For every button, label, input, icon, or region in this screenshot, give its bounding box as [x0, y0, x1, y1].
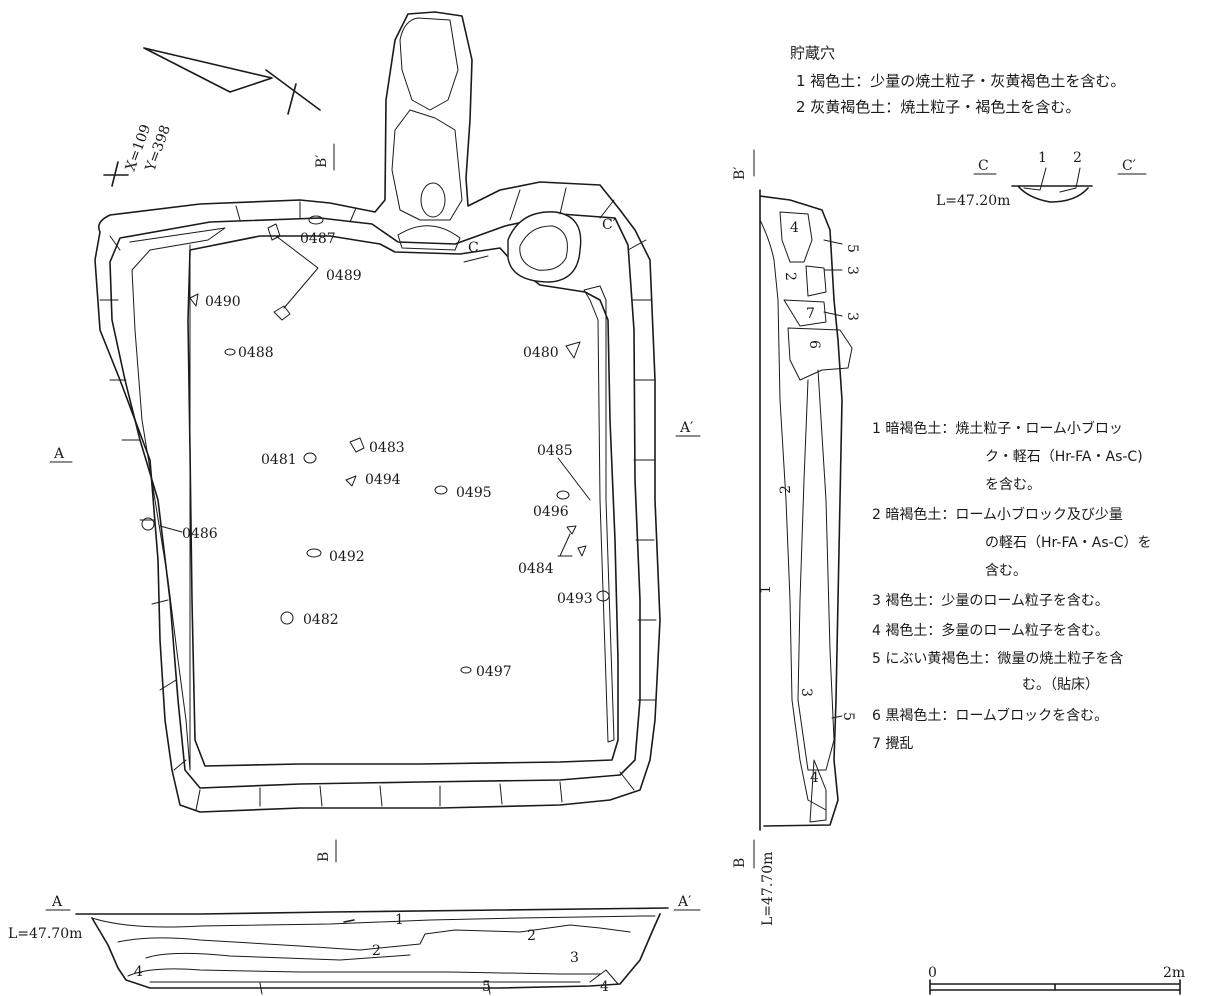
a-layer-3: 3	[570, 950, 579, 966]
feature-0497: 0497	[476, 664, 512, 680]
feature-0486: 0486	[182, 526, 218, 542]
feature-0496: 0496	[533, 504, 569, 520]
b-layer-2: 2	[782, 272, 798, 281]
feature-0483: 0483	[369, 440, 405, 456]
legend-line-5: の軽石（Hr-FA・As-C）を	[985, 535, 1151, 551]
b-layer-5b: 5	[840, 712, 856, 721]
a-layer-2: 2	[372, 943, 381, 959]
storage-legend-title: 貯蔵穴	[790, 44, 835, 62]
legend-line-7: 3 褐色土：少量のローム粒子を含む。	[872, 592, 1109, 609]
legend-line-11: 6 黒褐色土：ロームブロックを含む。	[872, 707, 1108, 724]
section-b-profile: B′ B L=47.70m 4 5 2 3 7 3 6 1 2 3 5 4	[732, 149, 860, 926]
legend-line-1: 1 暗褐色土：焼土粒子・ローム小ブロッ	[872, 420, 1123, 437]
feature-0485: 0485	[537, 443, 573, 459]
profile-a-prime-label: A′	[677, 894, 691, 910]
b-layer-3b: 3	[844, 312, 860, 321]
feature-0481: 0481	[261, 452, 297, 468]
pit-plan	[94, 11, 661, 813]
b-layer-4: 4	[790, 220, 799, 236]
feature-0487: 0487	[300, 231, 336, 247]
level-main: L=47.70m	[8, 926, 82, 942]
b-layer-2b: 2	[778, 485, 794, 494]
c-layer-2: 2	[1073, 150, 1082, 166]
legend-line-10: む。（貼床）	[1022, 677, 1099, 693]
feature-0495: 0495	[456, 485, 492, 501]
b-layer-4b: 4	[810, 770, 819, 786]
section-c-label: C	[468, 240, 479, 256]
section-b-prime-label: B′	[314, 155, 330, 168]
storage-legend-line-1: 1 褐色土：少量の焼土粒子・灰黄褐色土を含む。	[796, 72, 1125, 90]
a-layer-5: 5	[482, 979, 491, 995]
profile-b-label: B	[732, 858, 748, 868]
b-layer-3c: 3	[798, 688, 814, 697]
a-layer-4b: 4	[600, 979, 609, 995]
feature-labels: 0487 0489 0490 0488 0480 0483 0481 0494 …	[182, 231, 593, 680]
feature-0482: 0482	[303, 612, 339, 628]
b-layer-7: 7	[806, 306, 815, 322]
legend-line-9: 5 にぶい黄褐色土：微量の焼土粒子を含	[872, 650, 1123, 667]
scale-end: 2m	[1163, 965, 1185, 981]
legend-line-12: 7 攪乱	[872, 736, 913, 752]
main-legend: 1 暗褐色土：焼土粒子・ローム小ブロッ ク・軽石（Hr-FA・As-C) を含む…	[872, 420, 1151, 752]
section-a-profile: A A′ L=47.70m 1 2 2 3 4 5 4	[8, 894, 701, 995]
legend-line-8: 4 褐色土：多量のローム粒子を含む。	[872, 622, 1109, 639]
feature-0489: 0489	[326, 268, 362, 284]
c-layer-1: 1	[1038, 150, 1047, 166]
section-c-prime-label: C′	[602, 217, 616, 233]
profile-c-prime-label: C′	[1122, 158, 1136, 174]
section-b-label: B	[316, 852, 332, 862]
scale-bar: 0 2m	[928, 965, 1185, 995]
section-a-label: A	[53, 446, 65, 462]
legend-line-2: ク・軽石（Hr-FA・As-C)	[985, 449, 1143, 465]
feature-0488: 0488	[238, 345, 274, 361]
level-vertical: L=47.70m	[760, 852, 776, 926]
coordinate-mark: X=109 Y=398	[103, 122, 174, 187]
section-markers: A A′ B′ B C C′	[49, 143, 701, 863]
profile-a-label: A	[51, 894, 63, 910]
b-layer-6: 6	[806, 340, 822, 349]
b-layer-5: 5	[844, 244, 860, 253]
storage-legend-line-2: 2 灰黄褐色土：焼土粒子・褐色土を含む。	[796, 98, 1080, 116]
a-layer-1: 1	[395, 912, 404, 928]
feature-0484: 0484	[518, 561, 554, 577]
section-c-profile: C C′ 1 2 L=47.20m	[936, 150, 1147, 209]
feature-0493: 0493	[557, 591, 593, 607]
a-layer-4: 4	[134, 964, 143, 980]
legend-line-3: を含む。	[985, 477, 1041, 493]
level-storage: L=47.20m	[936, 193, 1010, 209]
feature-0480: 0480	[523, 345, 559, 361]
legend-line-4: 2 暗褐色土：ローム小ブロック及び少量	[872, 506, 1123, 523]
scale-start: 0	[928, 965, 937, 981]
north-arrow-icon	[143, 47, 321, 115]
storage-legend: 貯蔵穴 1 褐色土：少量の焼土粒子・灰黄褐色土を含む。 2 灰黄褐色土：焼土粒子…	[790, 44, 1125, 116]
profile-b-prime-label: B′	[732, 167, 748, 180]
legend-line-6: 含む。	[985, 563, 1027, 579]
feature-0494: 0494	[365, 472, 401, 488]
a-layer-2b: 2	[527, 928, 536, 944]
feature-0490: 0490	[205, 294, 241, 310]
section-a-prime-label: A′	[679, 420, 693, 436]
b-layer-1: 1	[758, 585, 774, 594]
feature-0492: 0492	[329, 549, 365, 565]
profile-c-label: C	[978, 158, 989, 174]
b-layer-3: 3	[844, 266, 860, 275]
